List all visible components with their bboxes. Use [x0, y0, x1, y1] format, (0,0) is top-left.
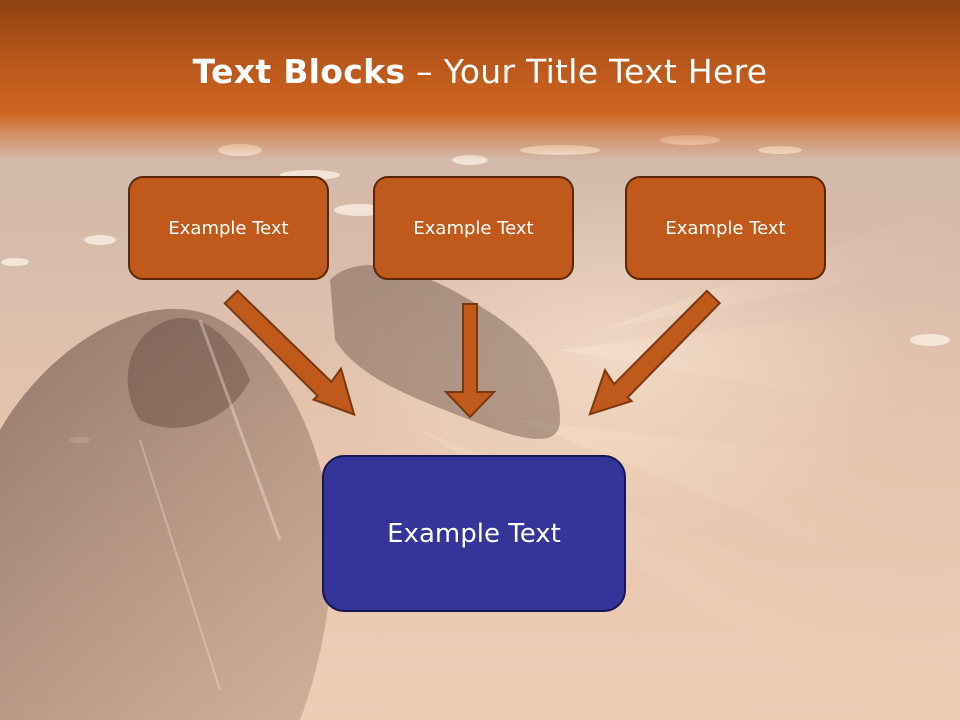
light-streak — [520, 420, 960, 600]
title-rest: Your Title Text Here — [443, 52, 768, 91]
title-dash: – — [405, 52, 444, 91]
title-band — [0, 0, 960, 160]
car-highlight — [139, 439, 221, 691]
text-block-left-label: Example Text — [168, 217, 289, 239]
slide-title: Text Blocks – Your Title Text Here — [0, 52, 960, 91]
result-block[interactable]: Example Text — [322, 455, 626, 612]
car-mirror — [330, 265, 560, 439]
text-block-center-label: Example Text — [413, 217, 534, 239]
car-window — [127, 318, 250, 428]
light-streak — [560, 300, 960, 420]
title-bold: Text Blocks — [192, 52, 406, 91]
car-highlight — [198, 319, 282, 541]
text-block-right[interactable]: Example Text — [625, 176, 826, 280]
text-block-left[interactable]: Example Text — [128, 176, 329, 280]
text-block-right-label: Example Text — [665, 217, 786, 239]
text-block-center[interactable]: Example Text — [373, 176, 574, 280]
result-block-label: Example Text — [387, 518, 561, 549]
